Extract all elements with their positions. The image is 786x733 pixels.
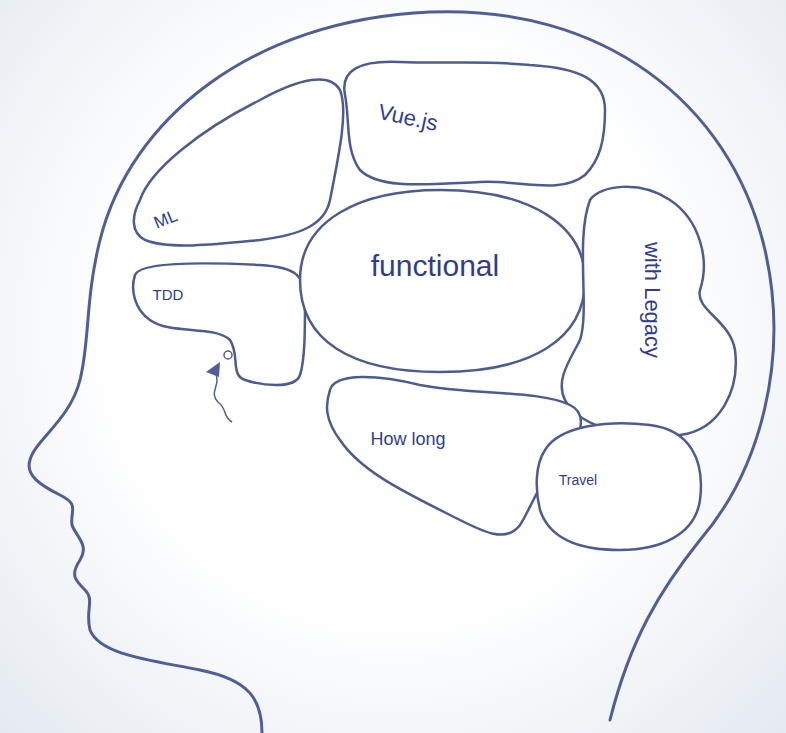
lobe-label: Travel	[559, 473, 597, 488]
lobe-shape	[300, 190, 585, 372]
pointer-dot	[224, 351, 232, 359]
lobe-shape	[134, 79, 343, 245]
lobe-ml: ML	[126, 68, 352, 254]
lobe-shape	[562, 187, 736, 436]
lobe-outline	[530, 413, 710, 555]
lobe-shape	[537, 423, 701, 550]
lobe-shape	[133, 263, 305, 385]
lobe-shape	[344, 62, 605, 186]
lobe-legacy: with Legacy	[553, 178, 743, 444]
lobe-label: TDD	[153, 287, 184, 304]
lobe-tdd: TDD	[126, 256, 312, 392]
pointer-arrowhead	[206, 362, 220, 377]
pointer-tail	[214, 372, 232, 422]
lobe-functional: functional	[294, 184, 592, 378]
lobe-outline	[338, 55, 610, 195]
lobe-vuejs: Vue.js	[338, 55, 610, 195]
lobe-travel: Travel	[530, 413, 710, 555]
lobe-label: with Legacy	[640, 242, 664, 358]
lobe-label: functional	[371, 249, 499, 282]
lobe-outline	[126, 256, 312, 392]
lobe-label: How long	[370, 430, 445, 450]
head-outline	[29, 12, 774, 733]
